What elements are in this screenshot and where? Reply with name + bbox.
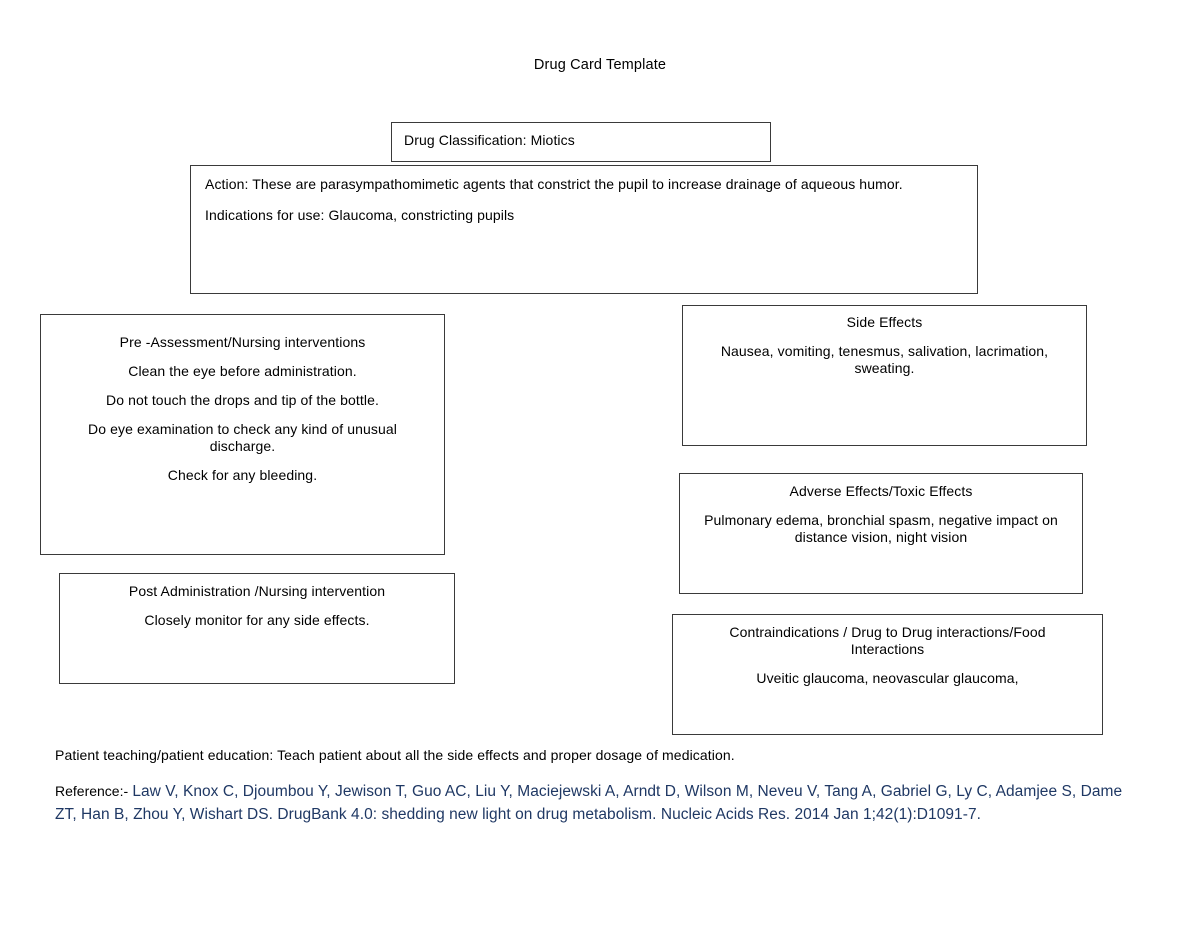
pre-assessment-line: Check for any bleeding. xyxy=(167,467,318,483)
reference-label: Reference:- xyxy=(55,783,129,799)
post-administration-line: Closely monitor for any side effects. xyxy=(144,612,370,628)
pre-assessment-heading: Pre -Assessment/Nursing interventions xyxy=(119,334,366,350)
adverse-effects-content: Adverse Effects/Toxic Effects Pulmonary … xyxy=(680,474,1082,555)
pre-assessment-line: Do eye examination to check any kind of … xyxy=(88,421,397,454)
action-indications-content: Action: These are parasympathomimetic ag… xyxy=(191,166,977,234)
drug-classification-box: Drug Classification: Miotics xyxy=(391,122,771,162)
pre-assessment-box: Pre -Assessment/Nursing interventions Cl… xyxy=(40,314,445,555)
adverse-effects-heading: Adverse Effects/Toxic Effects xyxy=(789,483,973,499)
drug-classification-content: Drug Classification: Miotics xyxy=(392,123,770,158)
reference-block: Reference:- Law V, Knox C, Djoumbou Y, J… xyxy=(55,780,1147,826)
side-effects-box: Side Effects Nausea, vomiting, tenesmus,… xyxy=(682,305,1087,446)
patient-teaching-text: Patient teaching/patient education: Teac… xyxy=(55,747,735,763)
post-administration-heading: Post Administration /Nursing interventio… xyxy=(128,583,386,599)
post-administration-box: Post Administration /Nursing interventio… xyxy=(59,573,455,684)
page-title: Drug Card Template xyxy=(533,57,667,73)
contraindications-content: Contraindications / Drug to Drug interac… xyxy=(673,615,1102,696)
drug-classification-label: Drug Classification: Miotics xyxy=(404,132,575,148)
pre-assessment-content: Pre -Assessment/Nursing interventions Cl… xyxy=(41,315,444,503)
contraindications-line: Uveitic glaucoma, neovascular glaucoma, xyxy=(756,670,1019,686)
action-indications-box: Action: These are parasympathomimetic ag… xyxy=(190,165,978,294)
action-line: Action: These are parasympathomimetic ag… xyxy=(205,176,903,192)
pre-assessment-line: Clean the eye before administration. xyxy=(128,363,357,379)
contraindications-box: Contraindications / Drug to Drug interac… xyxy=(672,614,1103,735)
side-effects-content: Side Effects Nausea, vomiting, tenesmus,… xyxy=(683,306,1086,385)
side-effects-line: Nausea, vomiting, tenesmus, salivation, … xyxy=(720,343,1049,376)
adverse-effects-line: Pulmonary edema, bronchial spasm, negati… xyxy=(704,512,1058,545)
reference-citation: Law V, Knox C, Djoumbou Y, Jewison T, Gu… xyxy=(55,783,1123,823)
side-effects-heading: Side Effects xyxy=(846,314,923,330)
post-administration-content: Post Administration /Nursing interventio… xyxy=(60,574,454,638)
adverse-effects-box: Adverse Effects/Toxic Effects Pulmonary … xyxy=(679,473,1083,594)
contraindications-heading: Contraindications / Drug to Drug interac… xyxy=(729,624,1046,657)
indications-line: Indications for use: Glaucoma, constrict… xyxy=(205,207,515,223)
pre-assessment-line: Do not touch the drops and tip of the bo… xyxy=(105,392,379,408)
